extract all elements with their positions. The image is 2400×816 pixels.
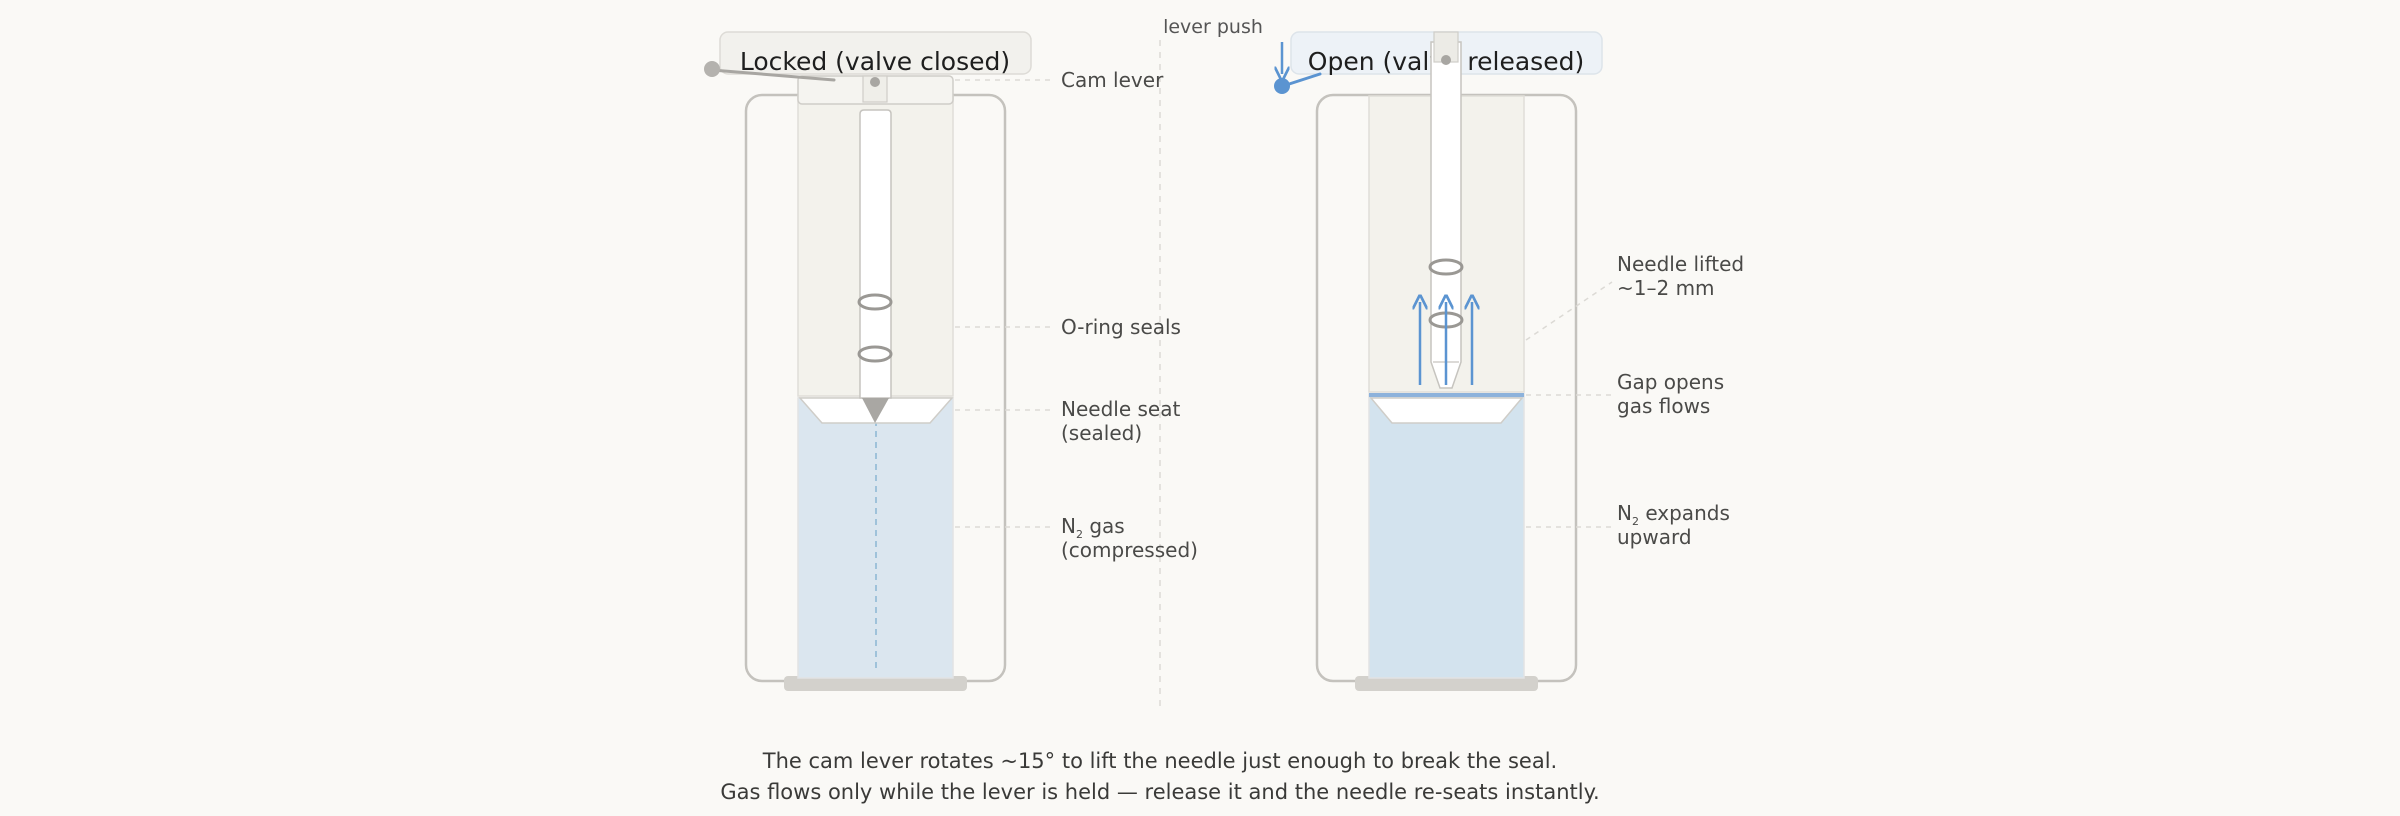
n2-gas-symbol: N xyxy=(1061,514,1076,538)
open-lever-knob xyxy=(1274,78,1290,94)
locked-lever-knob xyxy=(704,61,720,77)
label-oring-seals: O-ring seals xyxy=(1061,315,1181,339)
open-base xyxy=(1355,676,1538,691)
locked-panel: Locked (valve closed) xyxy=(704,31,1032,691)
locked-title: Locked (valve closed) xyxy=(740,47,1010,76)
locked-lever-arm xyxy=(710,68,836,82)
locked-cam-pivot xyxy=(870,77,880,87)
label-lever-push: lever push xyxy=(1163,16,1263,38)
locked-oring-upper xyxy=(857,293,893,311)
locked-title-badge xyxy=(719,31,1032,75)
needle-lifted-line1: Needle lifted xyxy=(1617,252,1744,276)
locked-leaders xyxy=(955,79,1055,528)
needle-seat-line2: (sealed) xyxy=(1061,421,1142,445)
label-n2-gas-line2: (compressed) xyxy=(1061,538,1198,562)
n2-gas-subscript: 2 xyxy=(1076,528,1083,541)
caption-line2: Gas flows only while the lever is held —… xyxy=(720,780,1599,804)
open-oring-upper xyxy=(1428,258,1464,276)
locked-needle xyxy=(859,109,892,399)
open-needle-seat xyxy=(1369,397,1524,424)
locked-oring-lower xyxy=(857,345,893,363)
n2-gas-rest: gas xyxy=(1083,514,1125,538)
label-n2-expands: N2 expands xyxy=(1617,501,1730,528)
label-n2-gas: N2 gas xyxy=(1061,514,1125,541)
label-needle-lifted: Needle lifted ~1–2 mm xyxy=(1617,252,1751,300)
open-panel: lever push Open (valve released) xyxy=(1163,16,1603,691)
locked-needle-tip xyxy=(862,398,889,423)
locked-gas-chamber xyxy=(797,397,954,679)
gap-opens-line1: Gap opens xyxy=(1617,370,1724,394)
label-needle-seat: Needle seat (sealed) xyxy=(1061,397,1187,445)
open-cam-pivot xyxy=(1441,55,1451,65)
n2-expands-symbol: N xyxy=(1617,501,1632,525)
locked-base xyxy=(784,676,967,691)
n2-expands-rest: expands xyxy=(1639,501,1730,525)
label-cam-lever: Cam lever xyxy=(1061,68,1164,92)
needle-seat-line1: Needle seat xyxy=(1061,397,1180,421)
open-leaders xyxy=(1525,281,1613,528)
gap-opens-line2: gas flows xyxy=(1617,394,1710,418)
n2-expands-subscript: 2 xyxy=(1632,515,1639,528)
needle-lifted-line2: ~1–2 mm xyxy=(1617,276,1715,300)
caption-line1: The cam lever rotates ~15° to lift the n… xyxy=(762,749,1557,773)
label-n2-expands-line2: upward xyxy=(1617,525,1692,549)
label-gap-opens: Gap opens gas flows xyxy=(1617,370,1731,418)
open-gas-chamber xyxy=(1368,393,1525,679)
